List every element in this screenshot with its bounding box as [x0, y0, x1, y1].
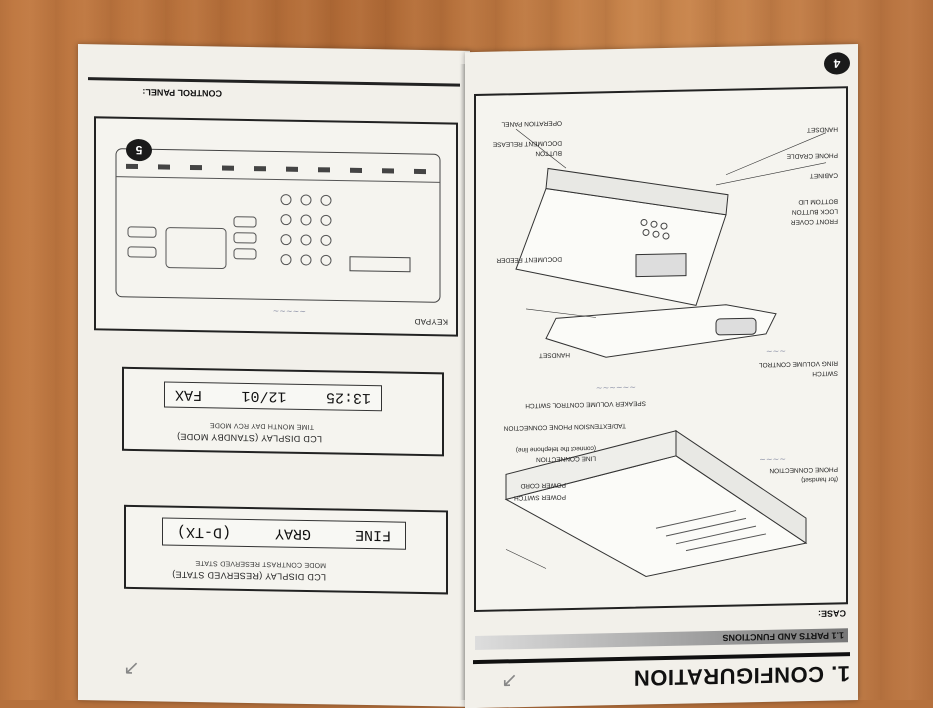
- label-phone-cradle: PHONE CRADLE: [786, 151, 838, 160]
- standby-legend: TIME MONTH DAY RCV MODE: [209, 421, 314, 431]
- left-page-number: 5: [126, 138, 152, 162]
- pencil-mark: ↗: [123, 656, 140, 680]
- control-panel-heading: CONTROL PANEL:: [142, 87, 222, 99]
- standby-lcd-title: LCD DISPLAY (STANDBY MODE): [176, 431, 322, 445]
- label-for-handset: (for handset): [801, 475, 838, 484]
- pencil-mark: ↗: [501, 669, 518, 692]
- keypad-label: KEYPAD: [414, 316, 448, 327]
- label-cabinet: CABINET: [809, 171, 838, 180]
- reserved-lcd-box: LCD DISPLAY (RESERVED STATE) MODE CONTRA…: [124, 504, 448, 595]
- handwritten-annotation: ~~~~: [759, 454, 786, 465]
- label-line-connection: LINE CONNECTION: [536, 454, 596, 463]
- label-lock-button: LOCK BUTTON: [791, 207, 838, 216]
- keypad-box: KEYPAD: [94, 116, 458, 337]
- reserved-lcd-title: LCD DISPLAY (RESERVED STATE): [171, 569, 326, 583]
- label-phone-connection: PHONE CONNECTION: [769, 465, 838, 474]
- case-heading: CASE:: [817, 608, 846, 619]
- handwritten-note: ~~~~~: [272, 306, 306, 316]
- chapter-title: 1. CONFIGURATION: [633, 661, 850, 691]
- open-manual: CONTROL PANEL: KEYPAD: [72, 44, 862, 708]
- reserved-contrast: GRAY: [275, 524, 312, 543]
- reserved-state: (D-TX): [177, 523, 232, 542]
- case-diagram-box: HANDSET PHONE CRADLE CABINET BOTTOM LID …: [474, 86, 848, 613]
- standby-date: 12/01: [241, 387, 287, 406]
- label-power-cord: POWER CORD: [520, 481, 567, 490]
- label-handset-bottom: HANDSET: [806, 125, 838, 134]
- handwritten-annotation: ~~~~~~: [595, 382, 636, 393]
- section-bar: 1.1 PARTS AND FUNCTIONS: [475, 628, 848, 651]
- left-page-content: CONTROL PANEL: KEYPAD: [78, 44, 470, 707]
- heading-rule: [88, 77, 460, 87]
- label-operation-panel: OPERATION PANEL: [501, 119, 562, 128]
- label-front-cover: FRONT COVER: [790, 217, 838, 226]
- reserved-legend: MODE CONTRAST RESERVED STATE: [195, 559, 326, 569]
- right-page-number: 4: [824, 52, 850, 75]
- label-power-switch: POWER SWITCH: [514, 493, 566, 502]
- keypad-diagram: [115, 148, 441, 303]
- standby-lcd-screen: 13:25 12/01 FAX: [164, 381, 382, 412]
- standby-time: 13:25: [325, 388, 371, 407]
- left-page: CONTROL PANEL: KEYPAD: [78, 44, 470, 707]
- label-button: BUTTON: [535, 149, 562, 157]
- label-switch: SWITCH: [812, 369, 838, 377]
- label-handset-mid: HANDSET: [538, 351, 570, 359]
- fax-machine-illustrations: [504, 128, 827, 577]
- label-document-feeder: DOCUMENT FEEDER: [496, 255, 562, 264]
- standby-lcd-box: LCD DISPLAY (STANDBY MODE) TIME MONTH DA…: [122, 366, 444, 457]
- handwritten-annotation: ~~~: [765, 346, 786, 356]
- label-bottom-lid: BOTTOM LID: [798, 197, 838, 206]
- right-page-content: 1. CONFIGURATION 1.1 PARTS AND FUNCTIONS…: [465, 44, 858, 708]
- standby-mode: FAX: [175, 386, 203, 404]
- right-page: 1. CONFIGURATION 1.1 PARTS AND FUNCTIONS…: [465, 44, 858, 708]
- label-document-release: DOCUMENT RELEASE: [492, 139, 562, 148]
- reserved-lcd-screen: FINE GRAY (D-TX): [162, 517, 406, 550]
- reserved-quality: FINE: [354, 526, 391, 544]
